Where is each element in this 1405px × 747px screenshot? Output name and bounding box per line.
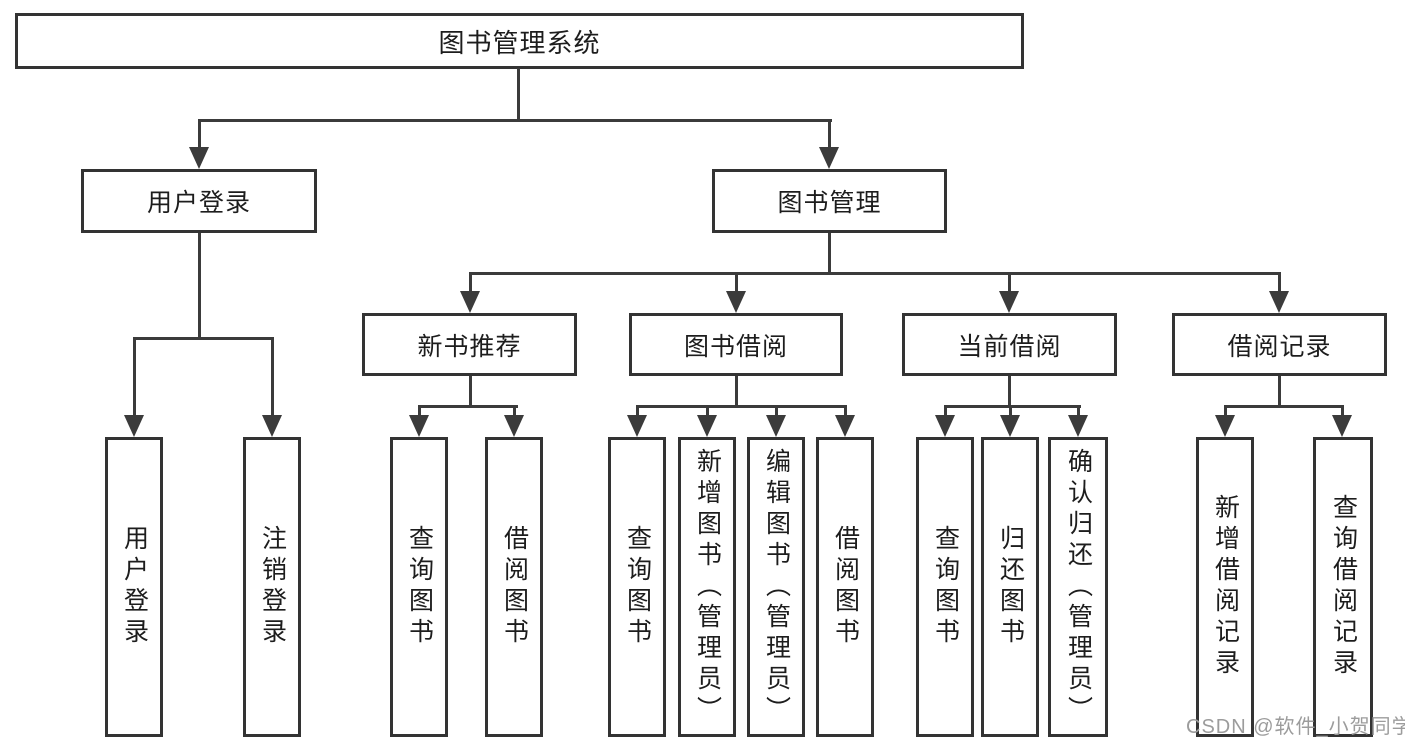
- node-label: 图书管理: [777, 189, 882, 217]
- arrow-down-icon: [999, 291, 1019, 313]
- node-label: 图书借阅: [683, 332, 788, 361]
- node-label: 当前借阅: [957, 332, 1062, 361]
- connector-line: [418, 408, 421, 418]
- node-label: 新增借阅记录: [1211, 494, 1240, 680]
- arrow-down-icon: [819, 147, 839, 169]
- node-root-label: 图书管理系统: [438, 27, 601, 58]
- node-label: 查询借阅记录: [1329, 494, 1358, 680]
- connector-line: [1224, 408, 1227, 418]
- connector-line: [828, 122, 831, 152]
- connector-line: [469, 272, 1281, 275]
- connector-line: [198, 119, 832, 122]
- node-label: 确认归还（管理员）: [1064, 447, 1093, 727]
- node-leaf-add-borrow-record: 新增借阅记录: [1196, 437, 1254, 737]
- connector-line: [828, 233, 831, 275]
- node-user-login: 用户登录: [81, 169, 317, 233]
- node-new-book-recommend: 新书推荐: [362, 313, 577, 376]
- connector-line: [1278, 275, 1281, 294]
- node-label: 用户登录: [146, 189, 251, 217]
- node-leaf-confirm-return-admin: 确认归还（管理员）: [1048, 437, 1108, 737]
- node-label: 新书推荐: [417, 332, 522, 361]
- connector-line: [1009, 408, 1012, 418]
- node-leaf-query-borrow-record: 查询借阅记录: [1313, 437, 1373, 737]
- connector-line: [133, 337, 274, 340]
- arrow-down-icon: [504, 415, 524, 437]
- node-label: 查询图书: [623, 525, 652, 649]
- arrow-down-icon: [935, 415, 955, 437]
- node-leaf-add-book-admin: 新增图书（管理员）: [678, 437, 736, 737]
- connector-line: [706, 408, 709, 418]
- connector-line: [418, 405, 518, 408]
- node-label: 归还图书: [996, 525, 1025, 649]
- node-leaf-user-login: 用户登录: [105, 437, 163, 737]
- connector-line: [735, 275, 738, 294]
- node-label: 查询图书: [405, 525, 434, 649]
- arrow-down-icon: [766, 415, 786, 437]
- node-leaf-edit-book-admin: 编辑图书（管理员）: [747, 437, 805, 737]
- arrow-down-icon: [726, 291, 746, 313]
- node-book-management: 图书管理: [712, 169, 947, 233]
- node-leaf-borrow-book: 借阅图书: [816, 437, 874, 737]
- connector-line: [636, 405, 847, 408]
- connector-line: [944, 408, 947, 418]
- node-label: 借阅图书: [831, 525, 860, 649]
- arrow-down-icon: [124, 415, 144, 437]
- connector-line: [513, 408, 516, 418]
- connector-line: [735, 376, 738, 408]
- node-label: 用户登录: [120, 525, 149, 649]
- arrow-down-icon: [697, 415, 717, 437]
- arrow-down-icon: [1068, 415, 1088, 437]
- node-current-borrow: 当前借阅: [902, 313, 1117, 376]
- connector-line: [775, 408, 778, 418]
- node-label: 借阅记录: [1227, 332, 1332, 361]
- connector-line: [271, 340, 274, 418]
- arrow-down-icon: [835, 415, 855, 437]
- connector-line: [1008, 275, 1011, 294]
- connector-line: [133, 340, 136, 418]
- connector-line: [469, 376, 472, 408]
- node-label: 借阅图书: [500, 525, 529, 649]
- node-label: 查询图书: [931, 525, 960, 649]
- node-borrow-record: 借阅记录: [1172, 313, 1387, 376]
- arrow-down-icon: [627, 415, 647, 437]
- arrow-down-icon: [1000, 415, 1020, 437]
- connector-line: [1341, 408, 1344, 418]
- connector-line: [198, 122, 201, 152]
- connector-line: [844, 408, 847, 418]
- arrow-down-icon: [262, 415, 282, 437]
- connector-line: [1077, 408, 1080, 418]
- connector-line: [1224, 405, 1344, 408]
- node-label: 编辑图书（管理员）: [762, 447, 791, 727]
- connector-line: [198, 233, 201, 340]
- arrow-down-icon: [1269, 291, 1289, 313]
- node-leaf-query-book: 查询图书: [608, 437, 666, 737]
- connector-line: [1278, 376, 1281, 408]
- arrow-down-icon: [1215, 415, 1235, 437]
- node-label: 注销登录: [258, 525, 287, 649]
- node-leaf-borrow-book-recommend: 借阅图书: [485, 437, 543, 737]
- node-label: 新增图书（管理员）: [693, 447, 722, 727]
- watermark: CSDN @软件_小贺同学: [1186, 716, 1405, 738]
- node-leaf-logout: 注销登录: [243, 437, 301, 737]
- connector-line: [944, 405, 1081, 408]
- node-root: 图书管理系统: [15, 13, 1024, 69]
- connector-line: [1008, 376, 1011, 408]
- node-leaf-query-current: 查询图书: [916, 437, 974, 737]
- connector-line: [517, 68, 520, 122]
- connector-line: [636, 408, 639, 418]
- arrow-down-icon: [1332, 415, 1352, 437]
- arrow-down-icon: [189, 147, 209, 169]
- node-leaf-return-book: 归还图书: [981, 437, 1039, 737]
- arrow-down-icon: [409, 415, 429, 437]
- arrow-down-icon: [460, 291, 480, 313]
- node-book-borrow: 图书借阅: [629, 313, 843, 376]
- connector-line: [469, 275, 472, 294]
- node-leaf-query-book-recommend: 查询图书: [390, 437, 448, 737]
